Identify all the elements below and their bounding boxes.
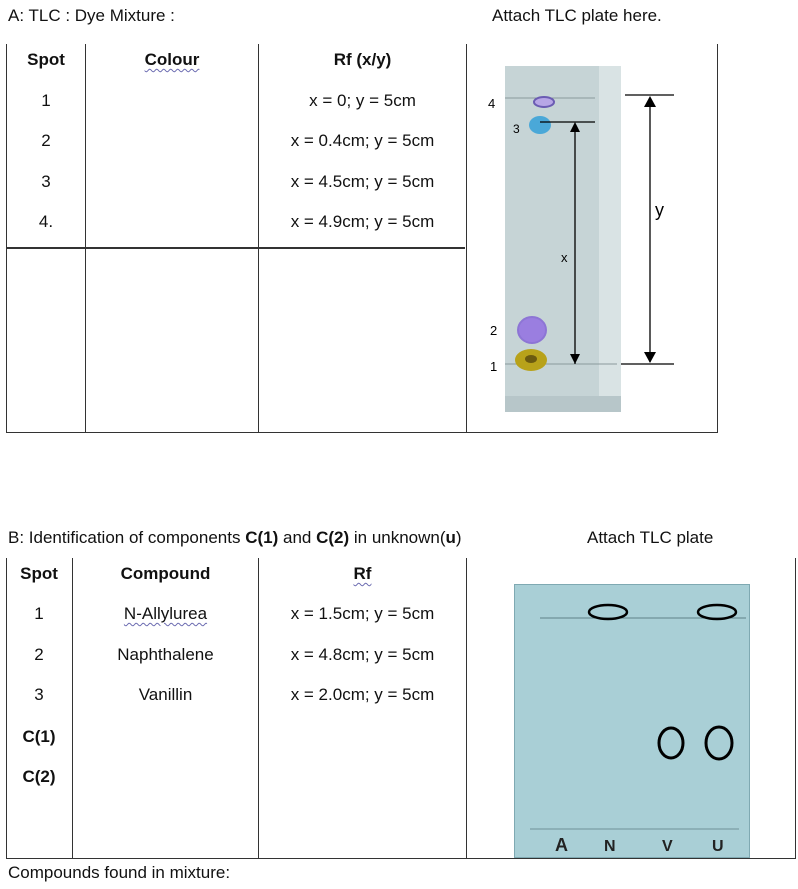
table-b-rf: x = 2.0cm; y = 5cm [290,685,435,704]
table-b-border [6,558,7,858]
tlc-b-spot [657,726,685,760]
tlc-b-spot [704,725,734,761]
table-b-divider [466,558,467,858]
tlc-a-label-3: 3 [513,122,520,136]
table-a-rf: x = 0; y = 5cm [309,91,416,110]
tlc-a-label-1: 1 [490,359,497,374]
table-a-spot: 4. [38,212,54,231]
tlc-a-label-y: y [655,200,664,220]
tlc-plate-b-photo: A N V U [514,584,750,858]
section-a-title: A: TLC : Dye Mixture : [8,6,175,25]
table-a-spot: 1 [41,91,51,110]
table-a-rf: x = 4.5cm; y = 5cm [290,172,435,191]
table-a-header-colour: Colour [144,50,200,69]
section-b-attach-label: Attach TLC plate [587,528,714,547]
tlc-plate-a-photo: 4 3 2 1 x y [467,44,717,432]
table-a-spot: 2 [41,131,51,150]
table-b-header-spot: Spot [20,564,58,583]
table-b-spot: 3 [34,685,44,704]
table-b-bottom-rule [6,858,796,859]
table-b-rf: x = 4.8cm; y = 5cm [290,645,435,664]
table-a-header-rule [6,247,465,249]
table-b-compound: Naphthalene [117,645,214,664]
table-b-border [795,558,796,858]
table-a-border [6,44,7,433]
table-a-rf: x = 4.9cm; y = 5cm [290,212,435,231]
section-a-attach-label: Attach TLC plate here. [492,6,662,25]
tlc-b-lane-label: U [712,838,724,855]
table-a-divider [85,44,86,433]
tlc-a-spot-4 [533,96,555,108]
table-a-header-rf: Rf (x/y) [333,50,392,69]
table-a-bottom-rule [6,432,718,433]
table-b-header-compound: Compound [120,564,211,583]
table-b-header-rf: Rf [353,564,372,583]
tlc-a-label-2: 2 [490,323,497,338]
table-b-spot: 2 [34,645,44,664]
tlc-b-lane-label: V [662,838,673,855]
table-a-spot: 3 [41,172,51,191]
tlc-a-label-x: x [561,250,568,265]
table-b-compound: Vanillin [138,685,193,704]
table-a-border [717,44,718,433]
tlc-a-spot-3 [529,116,551,134]
table-b-rf: x = 1.5cm; y = 5cm [290,604,435,623]
table-a-divider [466,44,467,433]
table-b-divider [258,558,259,858]
tlc-plate-b [514,584,750,858]
tlc-a-spot-2 [517,316,547,344]
table-a-rf: x = 0.4cm; y = 5cm [290,131,435,150]
table-b-spot: C(2) [22,767,56,786]
section-b-title: B: Identification of components C(1) and… [8,528,462,547]
tlc-b-lane-label: N [604,838,616,855]
tlc-b-lane-label: A [555,835,568,855]
table-b-spot: 1 [34,604,44,623]
table-b-spot: C(1) [22,727,56,746]
tlc-b-spot [587,603,629,621]
table-a-header-spot: Spot [27,50,65,69]
footer-compounds-found: Compounds found in mixture: [8,863,231,882]
tlc-a-label-4: 4 [488,96,495,111]
table-a-divider [258,44,259,433]
table-b-divider [72,558,73,858]
tlc-b-spot [696,603,738,621]
table-b-compound: N-Allylurea [123,604,208,623]
